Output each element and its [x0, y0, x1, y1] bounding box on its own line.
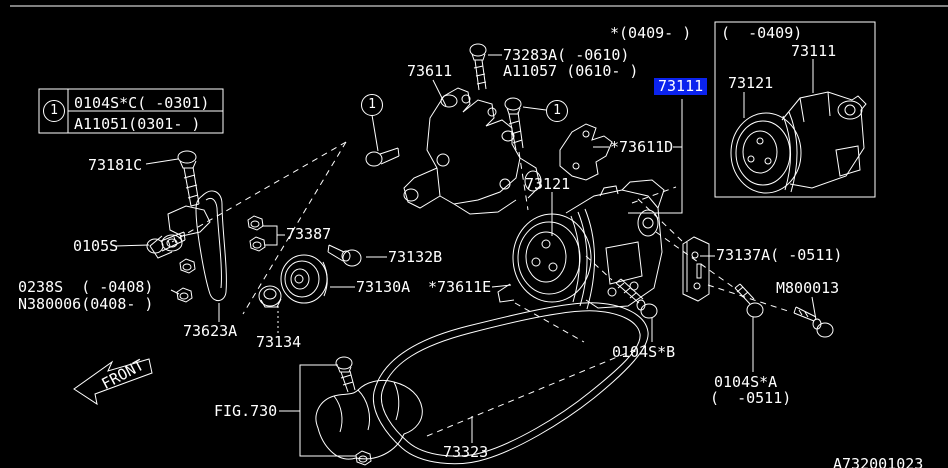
- part-label-73181c[interactable]: 73181C: [88, 156, 143, 174]
- bolt-fig730: [335, 356, 356, 393]
- bolt-0104sb: [615, 278, 658, 319]
- part-label-0104sb[interactable]: 0104S*B: [612, 343, 676, 361]
- part-label-73111-inset[interactable]: 73111: [791, 42, 837, 60]
- bolt-callout-left: [365, 147, 400, 167]
- fig730-cover-drawing: [315, 379, 423, 460]
- legend-callout-1: 1: [43, 100, 65, 122]
- bracket-73611-drawing: [403, 87, 542, 215]
- bolt-73283a: [469, 43, 487, 91]
- legend-row-1[interactable]: 0104S*C( -0301): [74, 94, 210, 112]
- range-after-label: *(0409- ): [610, 24, 692, 42]
- part-label-0104sa-line2: ( -0511): [710, 389, 792, 407]
- bolt-m800013: [793, 306, 834, 338]
- pulley-73130a-drawing: [280, 254, 328, 304]
- part-label-73611d[interactable]: *73611D: [610, 138, 674, 156]
- part-label-m800013[interactable]: M800013: [776, 279, 840, 297]
- bolt-73181c: [177, 150, 200, 207]
- part-label-73121[interactable]: 73121: [525, 175, 571, 193]
- part-label-73130a[interactable]: 73130A: [356, 278, 411, 296]
- part-label-73134[interactable]: 73134: [256, 333, 302, 351]
- part-label-73137a[interactable]: 73137A( -0511): [716, 246, 843, 264]
- fig730-link-label[interactable]: FIG.730: [214, 402, 278, 420]
- legend-table-box: [38, 88, 224, 134]
- part-label-73611[interactable]: 73611: [407, 62, 453, 80]
- part-label-73387[interactable]: 73387: [286, 225, 332, 243]
- bolt-callout-right: [504, 97, 524, 151]
- legend-row-2[interactable]: A11051(0301- ): [74, 115, 201, 133]
- bolt-0105s: [146, 231, 186, 254]
- plate-73137a-drawing: [682, 236, 710, 302]
- part-label-n380006[interactable]: N380006(0408- ): [18, 295, 154, 313]
- part-label-73611e[interactable]: *73611E: [428, 278, 492, 296]
- nut-73387-b: [249, 236, 266, 252]
- assembly-dashed-lines: [171, 141, 792, 437]
- inset-compressor-drawing: [730, 91, 867, 194]
- part-label-73121-inset[interactable]: 73121: [728, 74, 774, 92]
- belt-73623a-drawing: [195, 190, 227, 301]
- part-label-73623a[interactable]: 73623A: [183, 322, 238, 340]
- bolt-73132b: [327, 244, 362, 267]
- bolt-0104sa: [734, 283, 764, 318]
- nut-0238s: [176, 287, 193, 303]
- figure-code-footer: A732001023: [833, 455, 924, 468]
- part-label-73323[interactable]: 73323: [443, 443, 489, 461]
- callout-1-left: 1: [361, 94, 383, 116]
- callout-1-right: 1: [546, 100, 568, 122]
- part-label-0238s[interactable]: 0238S ( -0408): [18, 278, 154, 296]
- nut-1: [179, 258, 196, 274]
- idler-73134-drawing: [258, 285, 282, 308]
- part-label-a11057[interactable]: A11057 (0610- ): [503, 62, 639, 80]
- part-label-73111-selected[interactable]: 73111: [654, 78, 708, 95]
- belt-73323-drawing: [372, 302, 649, 465]
- compressor-drawing: [497, 179, 665, 310]
- tensioner-drawing: [149, 205, 211, 259]
- nut-fig730: [355, 450, 372, 466]
- part-label-73132b[interactable]: 73132B: [388, 248, 443, 266]
- leader-lines: [115, 54, 817, 457]
- part-label-73283a[interactable]: 73283A( -0610): [503, 46, 630, 64]
- front-arrow: [73, 358, 153, 406]
- range-before-label: ( -0409): [721, 24, 803, 42]
- nut-73387-a: [247, 215, 264, 231]
- inset-box: [714, 21, 876, 198]
- part-label-0105s[interactable]: 0105S: [73, 237, 119, 255]
- part-label-0104sa-line1: 0104S*A: [714, 373, 778, 391]
- bracket-73611d-drawing: [559, 123, 613, 181]
